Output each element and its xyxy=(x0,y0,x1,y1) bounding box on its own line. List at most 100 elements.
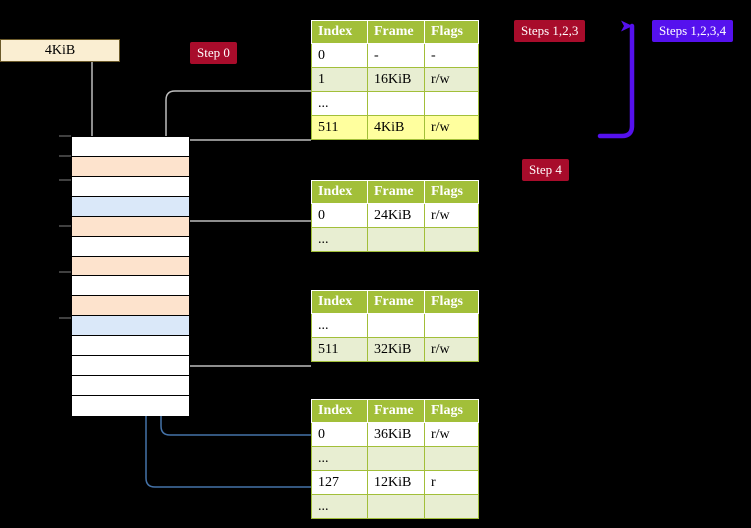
table-cell-flags: r/w xyxy=(424,203,479,228)
memory-frame-row xyxy=(72,316,189,337)
column-header-frame: Frame xyxy=(367,290,425,314)
table-cell-frame xyxy=(367,313,425,338)
table-cell-index: ... xyxy=(311,446,368,471)
table-row: ... xyxy=(311,227,479,252)
table-cell-index: 511 xyxy=(311,337,368,362)
badge-step-0: Step 0 xyxy=(190,42,237,64)
column-header-index: Index xyxy=(311,180,368,204)
table-cell-index: ... xyxy=(311,227,368,252)
table-cell-flags xyxy=(424,494,479,519)
memory-frame-row xyxy=(72,296,189,317)
table-cell-frame: 36KiB xyxy=(367,422,425,447)
badge-steps-1-2-3: Steps 1,2,3 xyxy=(514,20,586,42)
table-cell-frame: 4KiB xyxy=(367,115,425,140)
table-cell-flags xyxy=(424,313,479,338)
table-cell-flags: r xyxy=(424,470,479,495)
table-cell-index: ... xyxy=(311,494,368,519)
table-row: ... xyxy=(311,494,479,519)
memory-frame-row xyxy=(72,176,189,197)
table-cell-flags: r/w xyxy=(424,422,479,447)
column-header-frame: Frame xyxy=(367,180,425,204)
table-cell-index: 0 xyxy=(311,422,368,447)
table-cell-frame xyxy=(367,446,425,471)
physical-memory-column xyxy=(71,136,190,416)
table-cell-index: 511 xyxy=(311,115,368,140)
column-header-frame: Frame xyxy=(367,20,425,44)
badge-steps-1-2-3-label: Steps 1,2,3 xyxy=(521,23,579,38)
memory-frame-row xyxy=(72,216,189,237)
badge-step-0-label: Step 0 xyxy=(197,45,230,60)
column-header-flags: Flags xyxy=(424,180,479,204)
column-header-index: Index xyxy=(311,290,368,314)
table-cell-frame: 24KiB xyxy=(367,203,425,228)
column-header-index: Index xyxy=(311,20,368,44)
table-cell-flags: r/w xyxy=(424,67,479,92)
table-cell-flags: r/w xyxy=(424,115,479,140)
table-cell-flags xyxy=(424,446,479,471)
badge-step-4-label: Step 4 xyxy=(529,162,562,177)
frame-4kib-box: 4KiB xyxy=(0,39,120,62)
table-cell-frame: 16KiB xyxy=(367,67,425,92)
badge-steps-1-2-3-4: Steps 1,2,3,4 xyxy=(652,20,734,42)
memory-tick-marks xyxy=(59,135,71,319)
memory-frame-row xyxy=(72,137,189,157)
table-cell-index: 0 xyxy=(311,43,368,68)
memory-frame-row xyxy=(72,156,189,177)
column-header-index: Index xyxy=(311,399,368,423)
table-cell-index: ... xyxy=(311,91,368,116)
column-header-flags: Flags xyxy=(424,20,479,44)
table-cell-frame: 12KiB xyxy=(367,470,425,495)
memory-frame-row xyxy=(72,356,189,377)
table-cell-index: ... xyxy=(311,313,368,338)
table-row: ... xyxy=(311,91,479,116)
table-cell-flags xyxy=(424,91,479,116)
memory-frame-row xyxy=(72,376,189,397)
table-cell-flags: r/w xyxy=(424,337,479,362)
memory-frame-row xyxy=(72,196,189,217)
connector-pd-entry511 xyxy=(170,319,311,367)
table-cell-flags xyxy=(424,227,479,252)
memory-frame-row xyxy=(72,396,189,416)
column-header-flags: Flags xyxy=(424,290,479,314)
table-cell-index: 127 xyxy=(311,470,368,495)
memory-frame-row xyxy=(72,256,189,277)
memory-frame-row xyxy=(72,236,189,257)
memory-frame-row xyxy=(72,276,189,297)
table-cell-index: 1 xyxy=(311,67,368,92)
column-header-flags: Flags xyxy=(424,399,479,423)
frame-4kib-label: 4KiB xyxy=(44,43,76,58)
table-cell-frame: - xyxy=(367,43,425,68)
table-cell-flags: - xyxy=(424,43,479,68)
table-cell-frame xyxy=(367,227,425,252)
table-cell-frame: 32KiB xyxy=(367,337,425,362)
table-row: ... xyxy=(311,313,479,338)
column-header-frame: Frame xyxy=(367,399,425,423)
memory-frame-row xyxy=(72,336,189,357)
table-row: ... xyxy=(311,446,479,471)
table-cell-index: 0 xyxy=(311,203,368,228)
steps-1234-bracket-arrow xyxy=(597,20,635,139)
table-cell-frame xyxy=(367,494,425,519)
badge-steps-1-2-3-4-label: Steps 1,2,3,4 xyxy=(659,23,727,38)
connector-pdp-entry0 xyxy=(175,220,311,261)
badge-step-4: Step 4 xyxy=(522,159,569,181)
